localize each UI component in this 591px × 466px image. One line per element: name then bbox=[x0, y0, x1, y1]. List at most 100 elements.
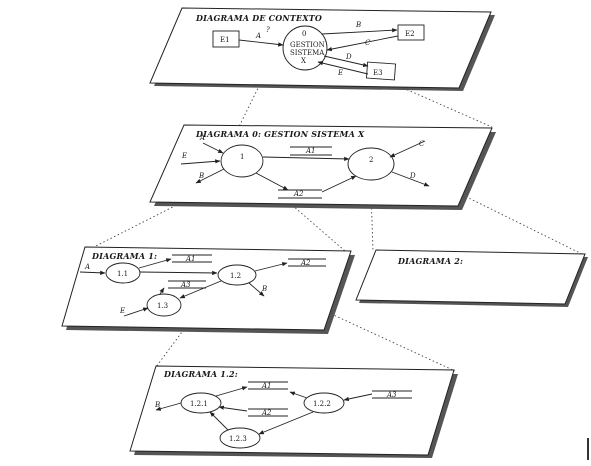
process-1-1 bbox=[105, 262, 141, 284]
diagram1-panel: DIAGRAMA 1: 1.1 1.2 1.3 A1 A2 A3 A B bbox=[61, 246, 355, 334]
connector-d1-left bbox=[155, 277, 223, 368]
flow-d bbox=[323, 55, 369, 68]
flow-c-label: C bbox=[365, 39, 371, 47]
diagram2-title: DIAGRAMA 2: bbox=[397, 256, 463, 266]
flow-1-2-1-to-a1 bbox=[215, 386, 248, 397]
flow-e-label: E bbox=[119, 307, 125, 315]
process-1-2-3-label: 1.2.3 bbox=[229, 435, 247, 443]
edge-artifact bbox=[587, 438, 589, 460]
store-a2-label: A2 bbox=[300, 259, 311, 267]
flow-a2-to-1-2-1 bbox=[218, 405, 248, 412]
flow-1-3-to-a3 bbox=[159, 287, 165, 295]
process-0-line1: GESTION bbox=[290, 41, 325, 49]
process-1-label: 1 bbox=[240, 153, 244, 161]
flow-d bbox=[391, 171, 430, 187]
flow-1-1-to-a1 bbox=[138, 258, 172, 269]
store-a3-label: A3 bbox=[180, 281, 191, 289]
entity-e3 bbox=[365, 61, 397, 81]
flow-b bbox=[248, 282, 265, 297]
store-a3 bbox=[372, 390, 412, 399]
diagram0-title: DIAGRAMA 0: GESTION SISTEMA X bbox=[195, 129, 365, 139]
store-a2-label: A2 bbox=[261, 409, 272, 417]
process-1 bbox=[220, 144, 264, 178]
flow-e bbox=[123, 307, 149, 317]
process-1-2-3 bbox=[219, 427, 261, 449]
flow-e-label: E bbox=[337, 69, 343, 77]
flow-1-2-2-to-a1 bbox=[289, 391, 308, 399]
store-a1-label: A1 bbox=[305, 147, 316, 155]
diagram2-panel: DIAGRAMA 2: bbox=[355, 249, 588, 307]
process-1-1-label: 1.1 bbox=[117, 270, 128, 278]
diagram0-panel: DIAGRAMA 0: GESTION SISTEMA X 1 2 A1 A2 … bbox=[149, 124, 496, 210]
diagram12-panel: DIAGRAMA 1.2: 1.2.1 1.2.2 1.2.3 A1 A2 A3… bbox=[129, 365, 458, 458]
flow-a-label: A bbox=[84, 263, 90, 271]
flow-a bbox=[238, 39, 284, 47]
diagram12-title: DIAGRAMA 1.2: bbox=[163, 369, 238, 379]
process-0-line3: X bbox=[301, 57, 306, 65]
store-a1-label: A1 bbox=[261, 382, 272, 390]
flow-b-label: B bbox=[355, 21, 361, 29]
process-1-2-2-label: 1.2.2 bbox=[313, 400, 331, 408]
flow-1-2-to-a2 bbox=[254, 262, 288, 272]
process-2-label: 2 bbox=[369, 156, 373, 164]
flow-b bbox=[321, 28, 398, 35]
store-a2-label: A2 bbox=[293, 190, 304, 198]
entity-e1 bbox=[212, 30, 240, 48]
context-diagram-panel: DIAGRAMA DE CONTEXTO ? E1 E2 E3 0 GESTIO… bbox=[149, 7, 495, 91]
store-a1 bbox=[290, 146, 332, 156]
store-a1-label: A1 bbox=[185, 255, 196, 263]
panel-sheet bbox=[149, 124, 493, 207]
flow-1-to-2 bbox=[262, 156, 350, 162]
flow-e bbox=[180, 159, 221, 165]
process-0-line2: SISTEMA bbox=[290, 49, 325, 57]
flow-c-label: C bbox=[419, 140, 425, 148]
context-question-mark: ? bbox=[266, 26, 270, 34]
flow-a-label: A bbox=[255, 32, 261, 40]
flow-c bbox=[389, 140, 426, 158]
flow-b bbox=[155, 402, 182, 411]
flow-a3-to-1-2-2 bbox=[343, 393, 373, 402]
store-a3-label: A3 bbox=[386, 391, 397, 399]
process-1-3-label: 1.3 bbox=[157, 302, 168, 310]
flow-1-to-a2 bbox=[255, 172, 289, 191]
process-1-2-2 bbox=[303, 392, 345, 414]
process-1-2 bbox=[217, 264, 257, 286]
process-1-2-1-label: 1.2.1 bbox=[190, 400, 208, 408]
flow-b-label: B bbox=[261, 285, 267, 293]
flow-d-label: D bbox=[409, 172, 416, 180]
panel-sheet bbox=[355, 249, 586, 305]
flow-e bbox=[317, 61, 369, 75]
flow-1-2-2-to-1-2-3 bbox=[258, 411, 314, 435]
store-a2 bbox=[248, 408, 288, 417]
flow-a bbox=[202, 142, 224, 154]
entity-e2 bbox=[397, 24, 425, 41]
flow-1-2-3-to-1-2-1 bbox=[209, 411, 229, 431]
diagram1-title: DIAGRAMA 1: bbox=[91, 251, 157, 261]
flow-d-label: D bbox=[345, 53, 352, 61]
store-a2 bbox=[288, 258, 326, 267]
process-2 bbox=[347, 147, 395, 181]
flow-c bbox=[326, 35, 399, 52]
process-1-3 bbox=[146, 293, 182, 317]
context-title: DIAGRAMA DE CONTEXTO bbox=[195, 13, 322, 23]
flow-b bbox=[195, 168, 225, 184]
process-1-2-label: 1.2 bbox=[230, 272, 241, 280]
entity-e1-label: E1 bbox=[220, 36, 230, 44]
store-a1 bbox=[172, 254, 212, 263]
connector-context-right bbox=[384, 79, 493, 128]
flow-b-label: B bbox=[198, 172, 204, 180]
flow-e-label: E bbox=[181, 152, 187, 160]
process-0-id: 0 bbox=[302, 30, 306, 38]
level-connectors bbox=[85, 59, 585, 372]
panel-sheet bbox=[129, 365, 455, 456]
flow-a bbox=[79, 270, 106, 275]
flow-b-label: B bbox=[154, 401, 160, 409]
entity-e2-label: E2 bbox=[405, 30, 415, 38]
flow-a-label: A bbox=[199, 134, 205, 142]
flow-1-2-to-1-3 bbox=[179, 280, 222, 299]
store-a3 bbox=[168, 280, 206, 289]
entity-e3-label: E3 bbox=[373, 69, 383, 77]
connector-d1-right bbox=[261, 281, 456, 372]
store-a1 bbox=[248, 381, 288, 390]
